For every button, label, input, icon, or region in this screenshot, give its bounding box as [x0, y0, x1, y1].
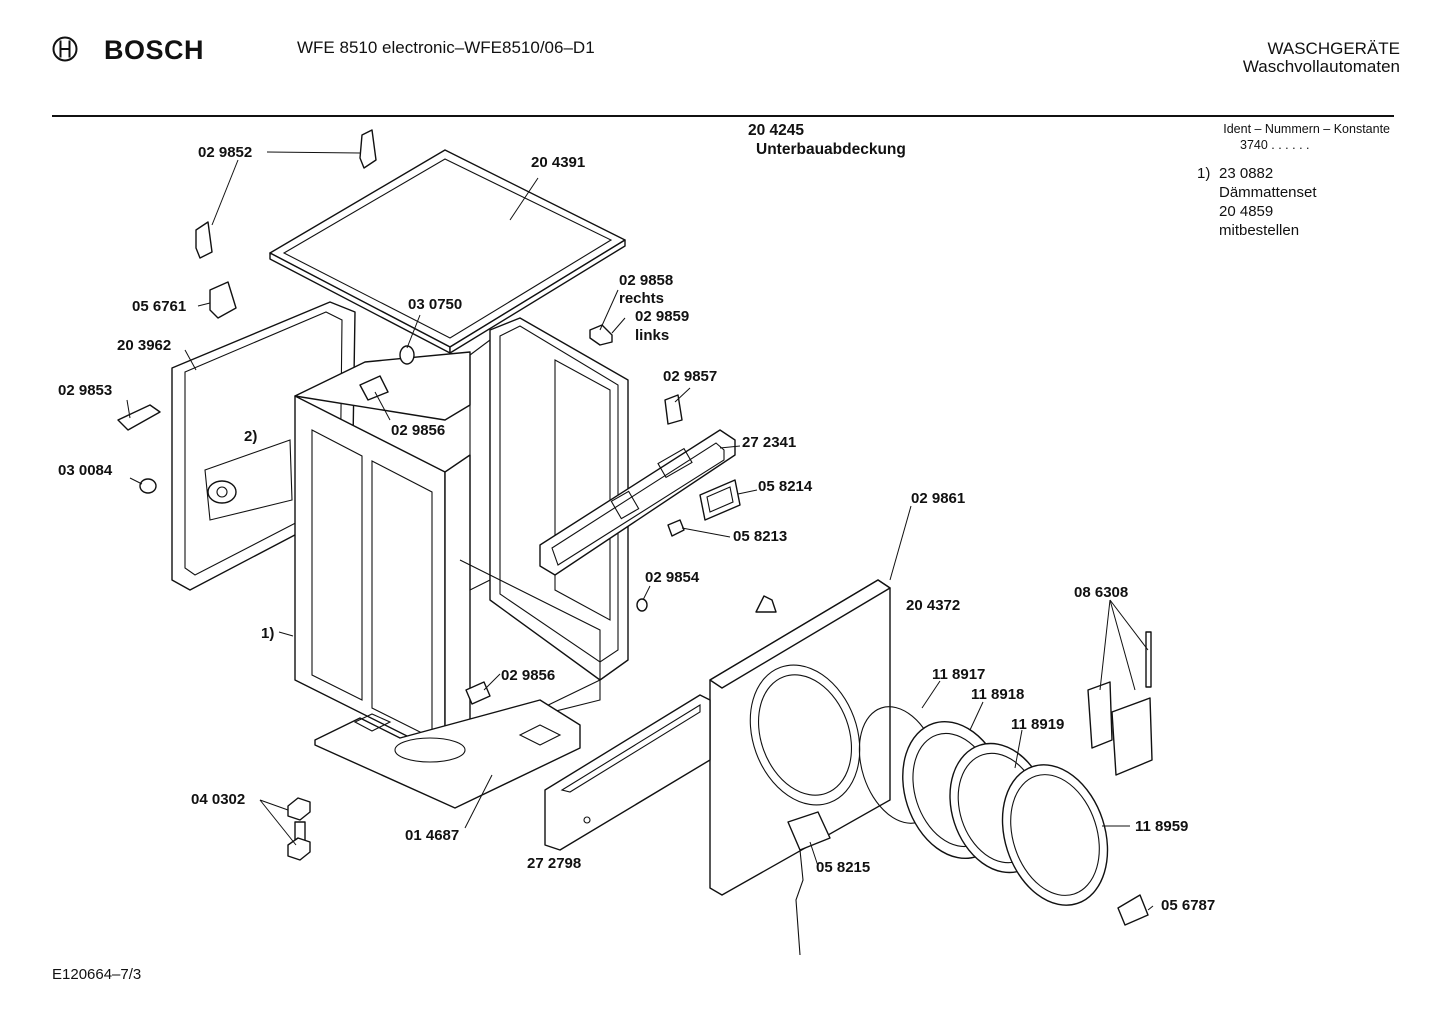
label-030084: 03 0084 [58, 462, 113, 479]
label-056761: 05 6761 [132, 298, 187, 315]
label-272798: 27 2798 [527, 855, 582, 872]
bosch-armature-icon [52, 36, 78, 62]
control-panel-support-drawing [539, 429, 736, 576]
label-029852: 02 9852 [198, 144, 253, 161]
label-029856-upper: 02 9856 [391, 422, 446, 439]
note-block: 23 0882 Dämmattenset 20 4859 mitbestelle… [1219, 164, 1317, 240]
drawing-id: E120664–7/3 [52, 966, 142, 983]
part-029856-upper-drawing [359, 375, 389, 401]
category-line-2: Waschvollautomaten [1242, 57, 1400, 76]
label-029859: 02 9859 [635, 308, 690, 325]
part-029856-lower-drawing [465, 681, 491, 705]
category-line-1: WASCHGERÄTE [1267, 39, 1400, 58]
base-plate-drawing [314, 699, 581, 809]
door-lock-drawing [787, 811, 831, 956]
part-029854-drawing [636, 598, 648, 612]
note-line-2: Dämmattenset [1219, 184, 1317, 201]
outer-door-ring-drawing [1001, 764, 1109, 906]
note-line-1: 23 0882 [1219, 165, 1274, 182]
label-118917: 11 8917 [932, 666, 986, 683]
label-118919: 11 8919 [1011, 716, 1065, 733]
clip-029852-upper-drawing [359, 129, 377, 169]
leader-lines [126, 151, 1154, 911]
front-bracket-drawing [755, 595, 777, 613]
label-086308: 08 6308 [1074, 584, 1129, 601]
brand-name: BOSCH [104, 35, 205, 65]
part-030750-drawing [399, 345, 415, 365]
part-058213-drawing [667, 519, 685, 537]
label-058214: 05 8214 [758, 478, 813, 495]
assembly-part-number: 20 4245 [748, 122, 805, 139]
clip-029852-lower-drawing [195, 221, 213, 259]
label-272341: 27 2341 [742, 434, 797, 451]
kick-plate-drawing [544, 694, 711, 851]
note-marker: 1) [1197, 165, 1211, 182]
label-058213: 05 8213 [733, 528, 788, 545]
label-204372: 20 4372 [906, 597, 961, 614]
label-058215: 05 8215 [816, 859, 871, 876]
category-title: WASCHGERÄTE Waschvollautomaten [1243, 40, 1400, 76]
assembly-part-name: Unterbauabdeckung [756, 141, 906, 158]
label-note-1: 1) [261, 625, 275, 642]
label-056787: 05 6787 [1161, 897, 1216, 914]
label-029857: 02 9857 [663, 368, 718, 385]
model-title: WFE 8510 electronic–WFE8510/06–D1 [297, 38, 595, 57]
label-014687: 01 4687 [405, 827, 460, 844]
label-118959: 11 8959 [1135, 818, 1189, 835]
label-040302: 04 0302 [191, 791, 246, 808]
part-058214-drawing [699, 479, 741, 521]
foot-nut-drawing [287, 797, 311, 861]
part-029857-drawing [664, 394, 683, 425]
ident-value: 3740 . . . . . . [1240, 138, 1310, 152]
part-056761-drawing [209, 281, 237, 319]
label-note-2: 2) [244, 428, 258, 445]
label-203962: 20 3962 [117, 337, 172, 354]
bosch-logo [52, 36, 78, 62]
ident-label: Ident – Nummern – Konstante [1223, 122, 1390, 136]
note-line-3: 20 4859 [1219, 203, 1274, 220]
part-030084-drawing [139, 478, 157, 494]
label-029856-lower: 02 9856 [501, 667, 556, 684]
label-links: links [635, 327, 670, 344]
note-line-4: mitbestellen [1219, 222, 1300, 239]
cover-plate-drawing [269, 149, 626, 354]
header-divider [52, 115, 1394, 117]
label-rechts: rechts [619, 290, 665, 307]
part-029853-drawing [117, 404, 161, 431]
label-029853: 02 9853 [58, 382, 113, 399]
label-029858: 02 9858 [619, 272, 674, 289]
part-056787-drawing [1117, 894, 1149, 926]
label-118918: 11 8918 [971, 686, 1025, 703]
hinge-drawing [1087, 631, 1153, 776]
label-029861: 02 9861 [911, 490, 966, 507]
label-029854: 02 9854 [645, 569, 700, 586]
cabinet-frame-drawing [294, 317, 629, 756]
label-204391: 20 4391 [531, 154, 586, 171]
label-030750: 03 0750 [408, 296, 463, 313]
front-panel-drawing [709, 579, 891, 896]
